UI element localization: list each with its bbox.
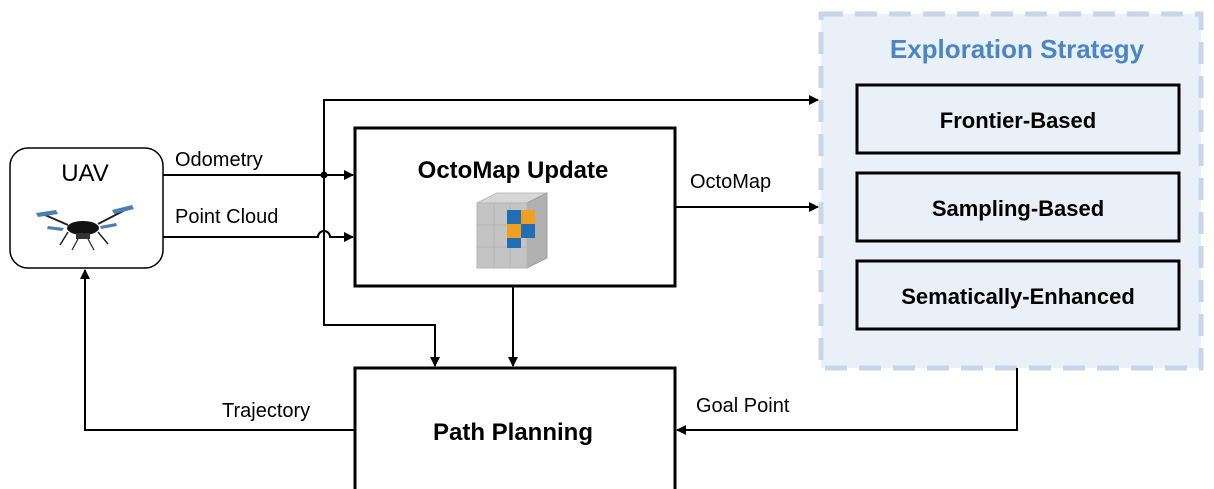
strategy-frontier-label: Frontier-Based (940, 108, 1096, 133)
strategy-semantic-box (855, 259, 1181, 331)
odometry-to-exploration-arrow (323, 95, 819, 175)
path-planning-box (353, 366, 677, 489)
odometry-to-planning-arrow (323, 175, 440, 367)
uav-label: UAV (61, 160, 109, 187)
octomap-cube-icon (476, 192, 548, 269)
strategy-sampling-label: Sampling-Based (932, 196, 1104, 221)
uav-box (9, 147, 164, 269)
point-cloud-label: Point Cloud (175, 206, 278, 228)
strategy-semantic-label: Sematically-Enhanced (901, 284, 1135, 309)
strategy-sampling-box (855, 171, 1181, 243)
goal-point-label: Goal Point (696, 395, 790, 417)
strategy-frontier-box (855, 83, 1181, 155)
octomap-label: OctoMap (690, 171, 771, 193)
trajectory-label: Trajectory (222, 400, 310, 422)
odometry-label: Odometry (175, 149, 263, 171)
octomap-update-title: OctoMap Update (418, 157, 609, 184)
exploration-title: Exploration Strategy (890, 34, 1145, 64)
goal-point-arrow (676, 368, 1018, 435)
drone-icon (36, 205, 134, 251)
path-planning-title: Path Planning (433, 419, 593, 446)
trajectory-arrow (80, 269, 355, 431)
